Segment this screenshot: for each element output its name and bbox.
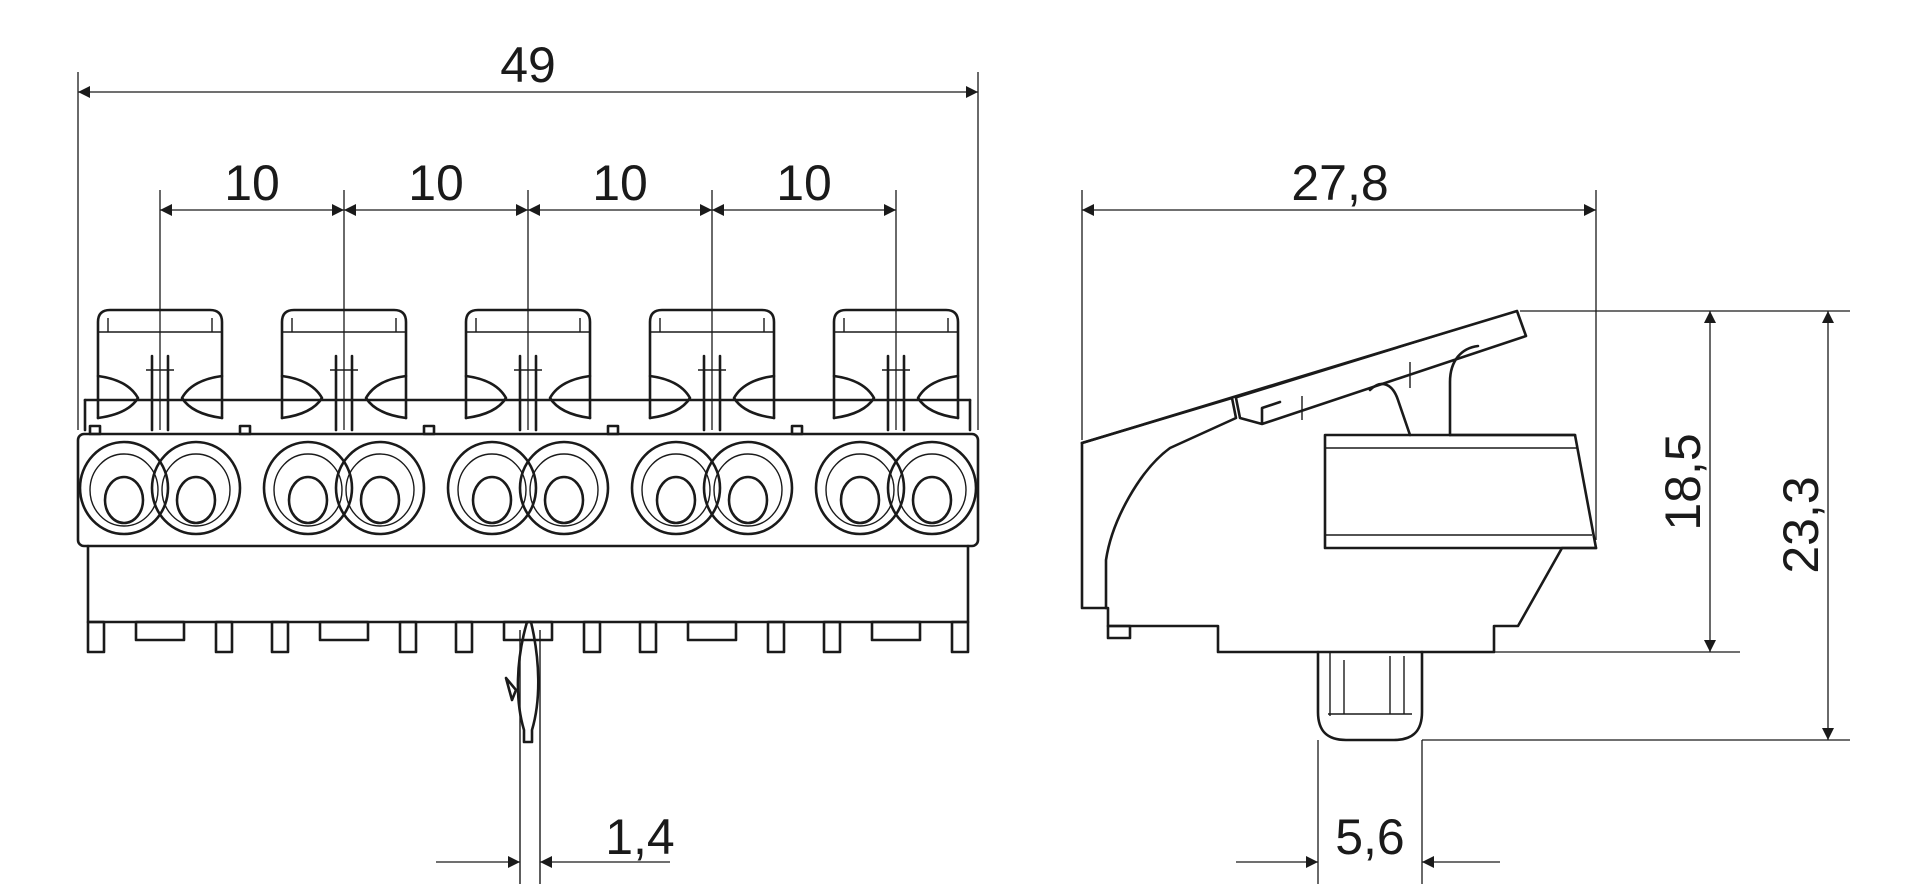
label-depth: 27,8 <box>1291 155 1388 211</box>
label-pitch: 10 <box>592 155 648 211</box>
dim-pin-width: 1,4 <box>436 809 675 868</box>
hole-pair <box>630 440 794 536</box>
base-feet <box>86 620 970 654</box>
label-overall-width: 49 <box>500 37 556 93</box>
front-body <box>76 432 980 548</box>
label-pitch: 10 <box>408 155 464 211</box>
solder-pin <box>504 620 541 884</box>
label-pin-width: 1,4 <box>605 809 675 865</box>
lever-housings <box>88 308 960 436</box>
lever-housing <box>606 308 776 436</box>
dim-pitch: 10 10 10 10 <box>159 155 897 430</box>
hole-pair <box>78 440 242 536</box>
side-view: 27,8 18,5 23,3 5,6 <box>1080 155 1850 884</box>
lever-housing <box>88 308 224 436</box>
dim-depth: 27,8 <box>1081 155 1597 540</box>
hole-pair <box>814 440 978 536</box>
label-body-height: 18,5 <box>1655 433 1711 530</box>
dim-overall-width: 49 <box>77 37 979 430</box>
dim-side-pin-width: 5,6 <box>1236 740 1500 884</box>
side-pin <box>1316 650 1424 742</box>
side-body-outline <box>1080 433 1598 654</box>
dim-total-height: 23,3 <box>1422 310 1850 741</box>
wire-entry-holes <box>78 440 978 536</box>
lever-housing <box>790 308 960 436</box>
front-base <box>86 544 970 624</box>
hole-pair <box>446 440 610 536</box>
front-view: 49 10 10 10 10 1,4 <box>76 37 980 884</box>
upper-rail <box>83 398 972 432</box>
lever-housing <box>238 308 408 436</box>
dim-body-height: 18,5 <box>1494 310 1740 653</box>
lever-housing <box>422 308 592 436</box>
label-pitch: 10 <box>776 155 832 211</box>
side-nose <box>1080 396 1238 610</box>
label-pitch: 10 <box>224 155 280 211</box>
hole-pair <box>262 440 426 536</box>
side-window <box>1323 433 1598 550</box>
label-total-height: 23,3 <box>1773 476 1829 573</box>
label-side-pin-width: 5,6 <box>1335 809 1405 865</box>
